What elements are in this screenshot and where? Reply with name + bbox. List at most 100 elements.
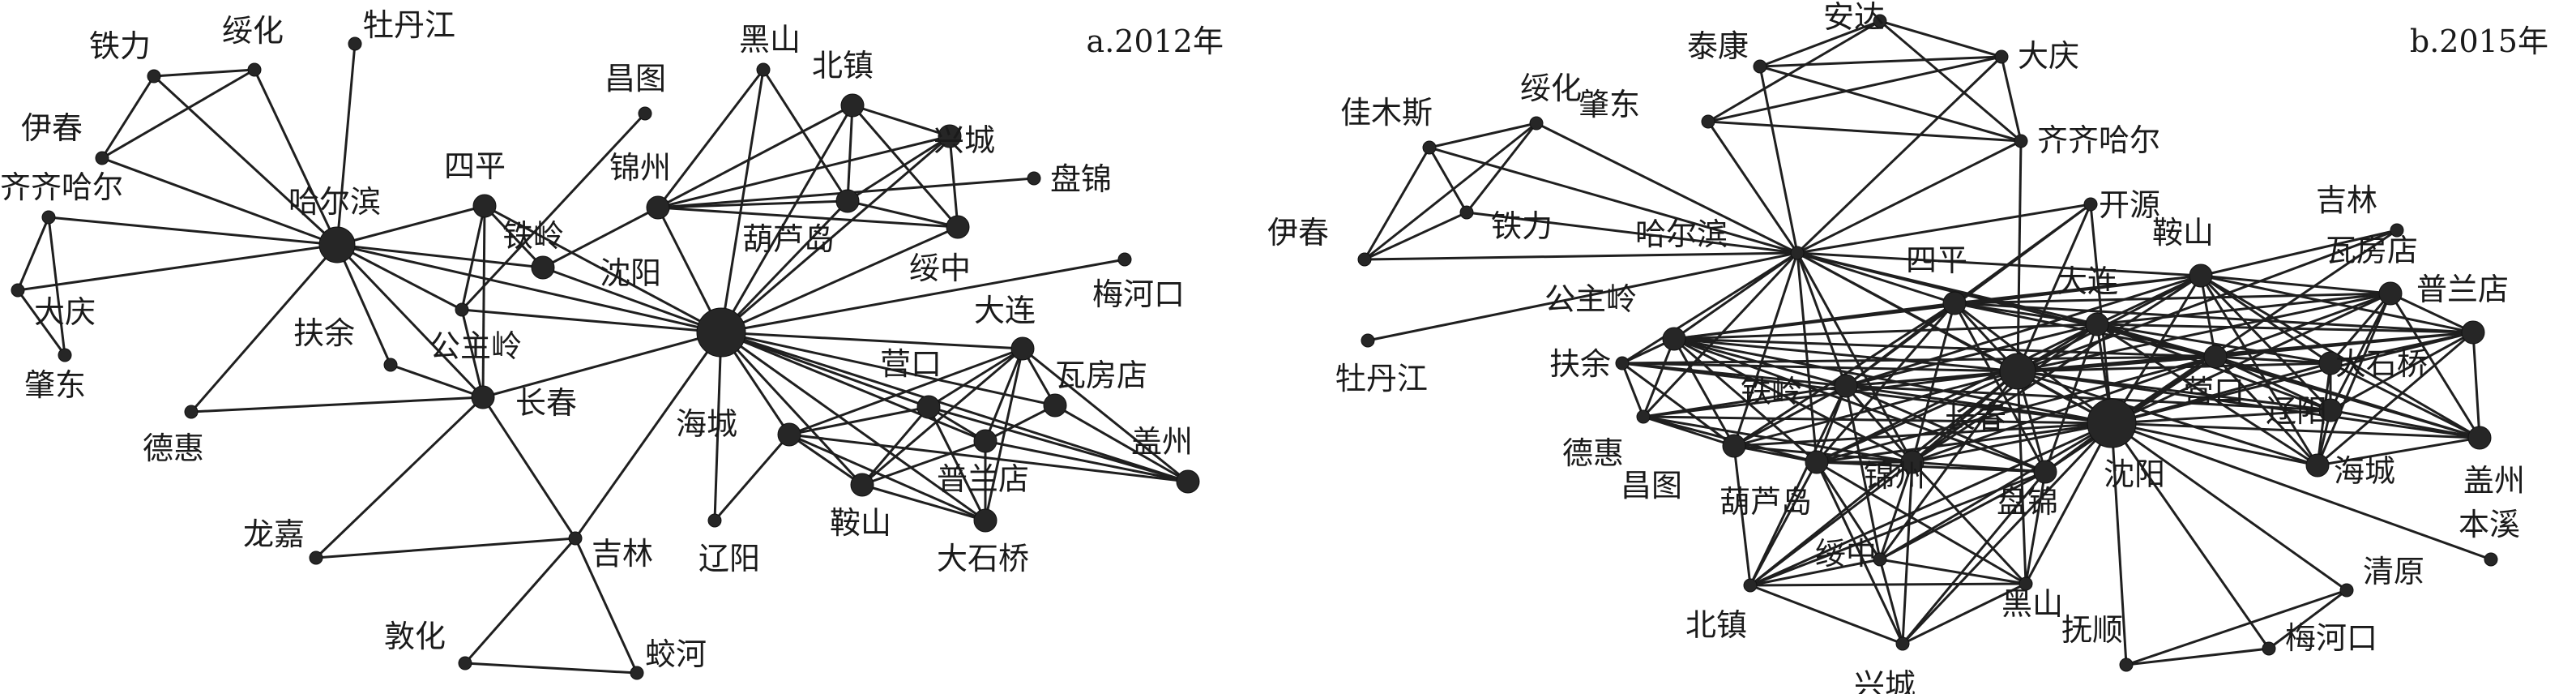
edge-dalian-yingkou <box>928 347 1023 409</box>
edge-anshan-yingkou <box>2199 275 2217 358</box>
edge-anshan-changchun <box>2017 274 2202 373</box>
node-label-dalian: 大连 <box>2057 263 2118 299</box>
node-label-qqhe: 齐齐哈尔 <box>2037 122 2160 158</box>
edge-wafangdian-haicheng <box>2316 293 2392 466</box>
node-suihua <box>247 62 262 77</box>
node-label-gaizhou: 盖州 <box>1131 424 1193 460</box>
node-qingyuan <box>2339 583 2354 598</box>
node-label-shenyang: 沈阳 <box>600 255 661 291</box>
node-label-suizhong: 绥中 <box>1815 536 1877 572</box>
edge-xingcheng-suizhong <box>948 135 959 228</box>
edge-yingkou-liaoyang <box>2215 355 2331 412</box>
node-label-tieli: 铁力 <box>89 28 151 64</box>
node-fuyu <box>383 358 398 372</box>
node-label-yingkou: 营口 <box>2183 374 2245 409</box>
edge-beizhen-shenyang <box>720 105 854 333</box>
node-changtu <box>1722 434 1746 458</box>
node-label-anshan: 鞍山 <box>830 505 891 541</box>
node-label-changtu: 昌图 <box>1621 468 1682 503</box>
edge-siping-gzl <box>460 205 486 311</box>
edge-shenyang-wafangdian <box>720 331 1056 407</box>
edge-pulandian-liaoyang <box>2330 331 2474 412</box>
edge-tieling-jinzhou <box>542 206 659 269</box>
edge-haicheng-liaoyang <box>713 434 791 521</box>
edge-fuyu-changchun <box>390 363 484 399</box>
edge-shenyang-xingcheng <box>1901 422 2113 645</box>
edge-dashiqiao-gaizhou <box>2330 362 2480 439</box>
node-label-yichun: 伊春 <box>1267 215 1329 251</box>
node-label-yichun: 伊春 <box>21 110 83 146</box>
edge-suihua-yichun <box>101 68 255 160</box>
edge-shenyang-benxi <box>2111 422 2492 561</box>
edge-pulandian-haicheng <box>2317 331 2474 467</box>
edge-changchun-yingkou <box>2017 355 2216 373</box>
edge-liaoyang-gaizhou <box>2330 409 2480 439</box>
node-label-zhaodong: 肇东 <box>1578 87 1640 122</box>
edge-fuyu-shenyang <box>1621 362 2112 425</box>
node-wafangdian <box>1043 393 1067 418</box>
edge-dalian-gaizhou <box>1022 347 1189 483</box>
edge-changtu-beizhen <box>1732 445 1752 586</box>
node-liaoyang <box>2318 398 2343 422</box>
edge-anda-qqhe <box>1879 19 2022 143</box>
node-label-fuyu: 扶余 <box>1549 346 1611 382</box>
edge-gzl-changchun <box>1673 337 2019 373</box>
node-jilin <box>568 531 583 546</box>
node-label-anda: 安达 <box>1823 0 1885 35</box>
edge-jinzhou-xingcheng <box>657 135 951 209</box>
edge-daqing-zhaodong <box>16 289 66 356</box>
node-label-jiaohe: 蛟河 <box>645 636 707 672</box>
node-suihua <box>1529 116 1544 131</box>
edge-jinzhou-suizhong <box>1878 461 1914 560</box>
node-shenyang <box>696 307 746 358</box>
edge-huludao-shenyang <box>720 199 849 334</box>
edge-gzl-jinzhou <box>1673 337 1913 464</box>
edge-qqhe-hrb <box>1796 139 2022 255</box>
edge-hrb-gzl <box>336 243 463 311</box>
node-label-qingyuan: 清原 <box>2363 554 2424 589</box>
edge-hrb-siping <box>1796 251 1955 305</box>
edge-wafangdian-liaoyang <box>2329 293 2392 411</box>
labels-2015: 安达泰康大庆肇东齐齐哈尔佳木斯绥化伊春铁力哈尔滨牡丹江开源吉林鞍山瓦房店普兰店四… <box>1267 0 2525 694</box>
edge-suizhong-heishan <box>1879 558 2027 585</box>
edge-pulandian-gaizhou <box>985 439 1189 483</box>
node-daqing <box>1994 49 2009 64</box>
edge-fuyu-yingkou <box>1621 355 2216 365</box>
node-label-longjia: 龙嘉 <box>243 516 305 552</box>
node-suizhong <box>1873 552 1887 567</box>
node-daqing <box>11 283 25 298</box>
edge-haicheng-gaizhou <box>2317 436 2480 467</box>
edge-qqhe-zhaodong <box>47 216 66 356</box>
edge-hrb-kaiyuan <box>1796 203 2091 255</box>
node-dalian <box>2085 312 2109 336</box>
edge-dehui-changchun <box>190 396 484 413</box>
edge-xingcheng-huludao <box>847 135 951 203</box>
edge-jinzhou-beizhen <box>1749 461 1913 587</box>
edge-tieli-suihua <box>153 68 255 78</box>
edge-siping-dalian <box>1954 302 2098 326</box>
edge-heishan-jinzhou <box>656 69 765 208</box>
edge-tieli-yichun <box>100 75 156 159</box>
node-label-daqing: 大庆 <box>2018 38 2079 74</box>
node-label-hrb: 哈尔滨 <box>288 184 381 220</box>
edge-panjin-beizhen <box>1749 470 2046 587</box>
node-label-changtu: 昌图 <box>604 61 666 96</box>
edge-changchun-dehui <box>1643 370 2019 418</box>
edge-yingkou-jinzhou <box>1912 355 2216 464</box>
node-dunhua <box>458 656 472 670</box>
node-label-dashiqiao: 大石桥 <box>2335 346 2428 382</box>
edge-jinzhou-suizhong <box>657 206 959 229</box>
edge-shenyang-meihekou <box>720 258 1126 334</box>
edge-shenyang-dehui <box>1643 415 2112 425</box>
node-label-changchun: 长春 <box>515 385 577 421</box>
labels-2012: 牡丹江绥化铁力伊春齐齐哈尔大庆肇东哈尔滨四平昌图黑山北镇兴城盘锦锦州铁岭葫芦岛绥… <box>0 7 1193 672</box>
node-beizhen <box>1743 578 1758 593</box>
edge-shenyang-huludao <box>1816 422 2112 464</box>
panel-2015: 安达泰康大庆肇东齐齐哈尔佳木斯绥化伊春铁力哈尔滨牡丹江开源吉林鞍山瓦房店普兰店四… <box>1267 0 2548 694</box>
edge-daqing-qqhe <box>2000 56 2023 142</box>
edge-huludao-xingcheng <box>1815 461 1904 645</box>
edge-anshan-dashiqiao <box>861 483 986 522</box>
node-label-gzl: 公主岭 <box>429 328 522 364</box>
edge-shenyang-dashiqiao <box>720 331 986 522</box>
node-label-mdj: 牡丹江 <box>1335 361 1428 396</box>
